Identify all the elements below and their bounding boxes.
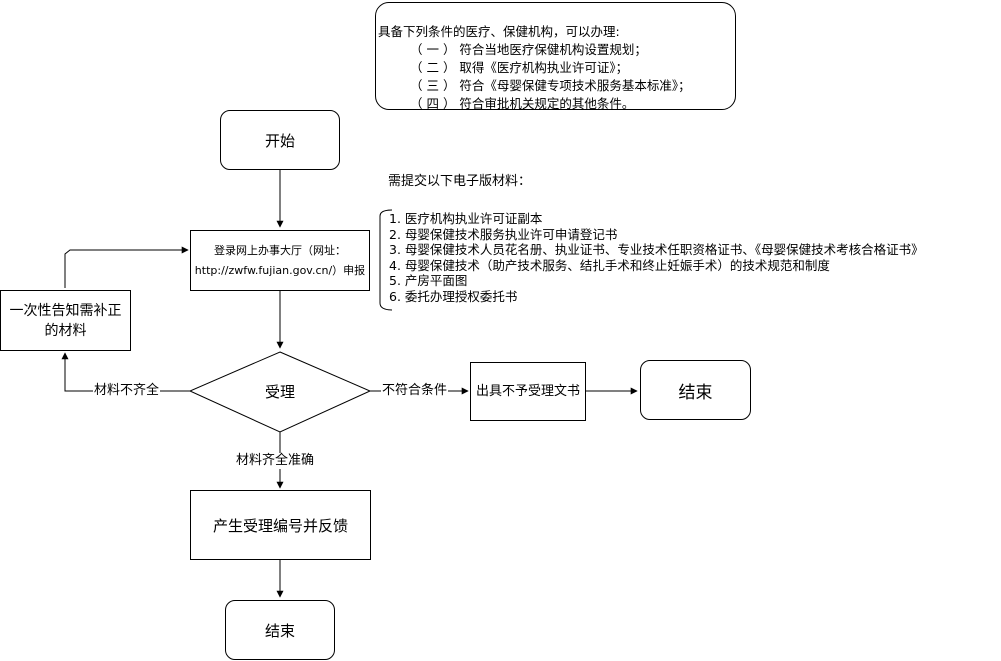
notify-box: 一次性告知需补正的材料	[0, 290, 131, 351]
edge-label-complete: 材料齐全准确	[235, 453, 316, 469]
conditions-note: 具备下列条件的医疗、保健机构，可以办理: （ 一 ） 符合当地医疗保健机构设置规…	[375, 2, 736, 111]
materials-title: 需提交以下电子版材料：	[388, 174, 532, 189]
materials-bracket	[379, 209, 393, 311]
reject-label: 出具不予受理文书	[475, 384, 580, 399]
decision-label: 受理	[264, 383, 295, 401]
condition-item: （ 三 ） 符合《母婴保健专项技术服务基本标准》；	[410, 78, 691, 93]
end-right-label: 结束	[678, 382, 713, 403]
condition-item: （ 四 ） 符合审批机关规定的其他条件。	[410, 96, 635, 111]
end-node-right: 结束	[640, 360, 751, 420]
edge-label-nonconform: 不符合条件	[381, 383, 449, 399]
materials-list: 1. 医疗机构执业许可证副本 2. 母婴保健技术服务执业许可申请登记书 3. 母…	[389, 211, 999, 304]
material-item: 3. 母婴保健技术人员花名册、执业证书、专业技术任职资格证书、《母婴保健技术考核…	[389, 242, 924, 257]
material-item: 5. 产房平面图	[389, 273, 468, 288]
login-line1: 登录网上办事大厅（网址：	[214, 243, 346, 257]
material-item: 4. 母婴保健技术（助产技术服务、结扎手术和终止妊娠手术）的技术规范和制度	[389, 257, 830, 273]
end-bottom-label: 结束	[264, 621, 295, 640]
issue-box: 产生受理编号并反馈	[190, 490, 371, 560]
condition-item: （ 一 ） 符合当地医疗保健机构设置规划；	[410, 42, 647, 57]
arrow-notify-to-login	[64, 246, 189, 288]
material-item: 1. 医疗机构执业许可证副本	[389, 211, 543, 226]
start-label: 开始	[264, 131, 295, 150]
start-node: 开始	[220, 110, 340, 170]
decision-diamond	[188, 351, 372, 433]
login-box: 登录网上办事大厅（网址： http://zwfw.fujian.gov.cn/）…	[190, 230, 370, 291]
conditions-title: 具备下列条件的医疗、保健机构，可以办理:	[378, 24, 620, 39]
reject-box: 出具不予受理文书	[470, 362, 586, 421]
end-node-bottom: 结束	[225, 600, 335, 660]
login-line2: http://zwfw.fujian.gov.cn/）申报	[194, 263, 366, 277]
edge-label-incomplete: 材料不齐全	[93, 383, 161, 399]
material-item: 2. 母婴保健技术服务执业许可申请登记书	[389, 226, 618, 242]
issue-label: 产生受理编号并反馈	[212, 516, 348, 535]
condition-item: （ 二 ） 取得《医疗机构执业许可证》；	[410, 60, 629, 75]
material-item: 6. 委托办理授权委托书	[389, 288, 518, 304]
notify-label: 一次性告知需补正的材料	[9, 302, 122, 339]
